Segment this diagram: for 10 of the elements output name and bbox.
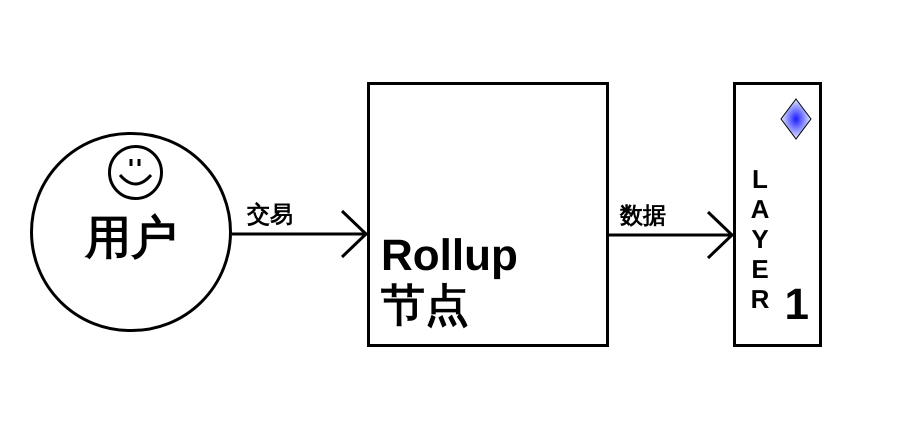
node-label: 1 [784,283,809,327]
layer-box [733,82,822,347]
vertical-label: LAYER [750,165,770,314]
process-box [367,82,609,347]
arrow [232,210,368,258]
node-label: Rollup 节点 [381,231,519,330]
arrow [609,210,734,260]
node-label: 用户 [85,214,177,260]
edge-label: 交易 [246,203,293,226]
edge-label: 数据 [620,204,666,227]
